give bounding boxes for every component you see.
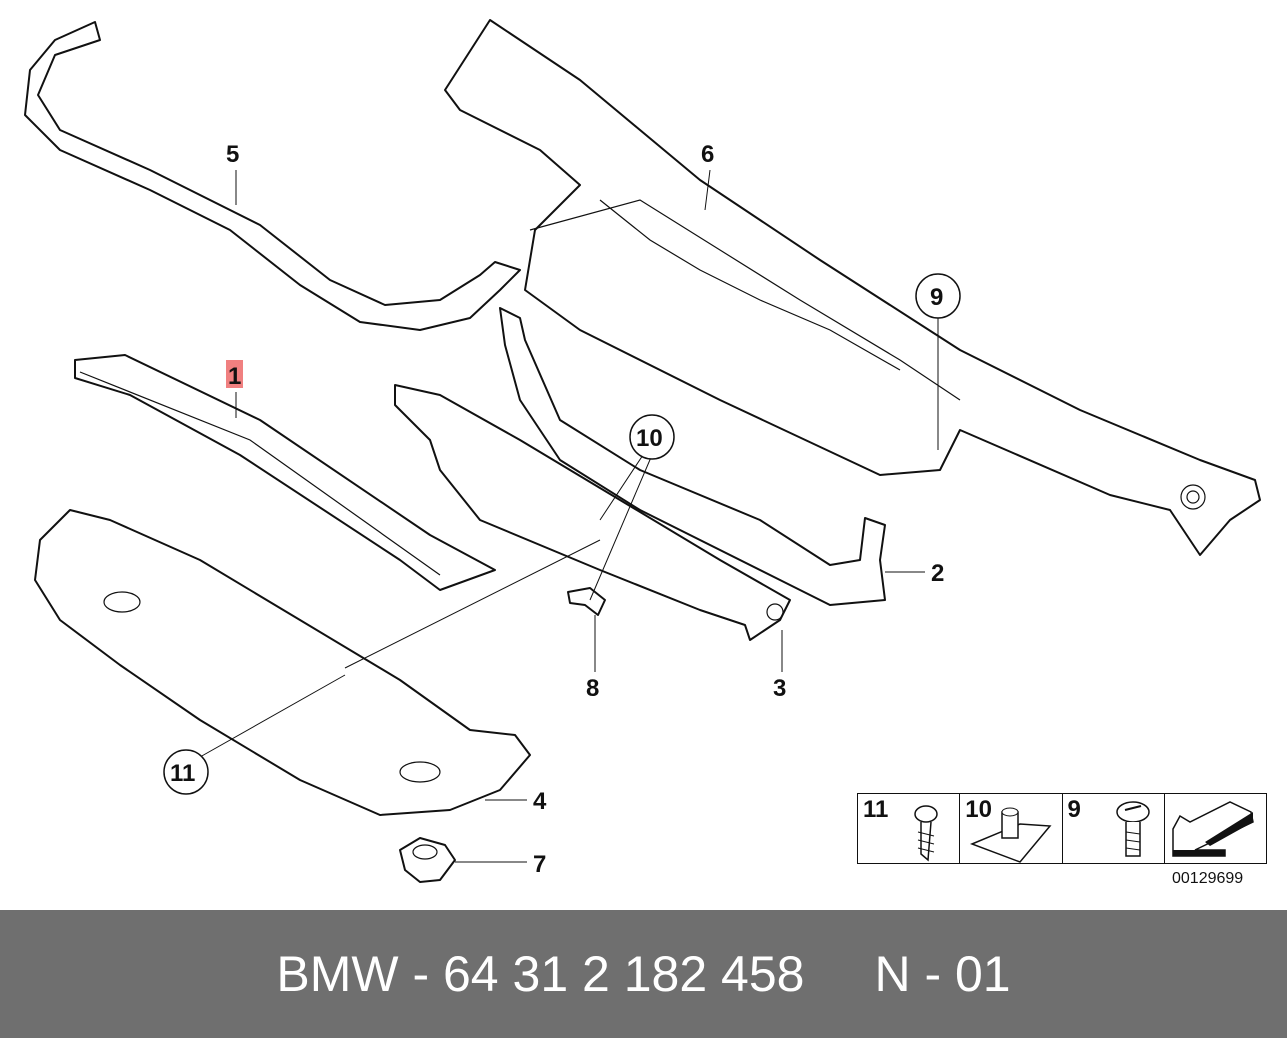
part-5-seal[interactable]	[24, 21, 521, 331]
legend-number: 11	[863, 796, 889, 823]
callout-11: 11	[170, 760, 195, 787]
bolt-icon	[1115, 801, 1150, 857]
clip-nut-icon	[970, 807, 1052, 863]
fastener-legend: 11 10 9	[857, 793, 1267, 864]
part-2-frame[interactable]	[499, 307, 886, 606]
diagram-id: 00129699	[1172, 870, 1244, 887]
part-6-cowl[interactable]	[444, 19, 1261, 556]
legend-item-arrow	[1165, 794, 1266, 863]
arrow-icon	[1172, 801, 1254, 857]
callout-2: 2	[931, 560, 944, 587]
legend-item-10: 10	[960, 794, 1063, 863]
callout-8: 8	[586, 675, 599, 702]
part-8-clip[interactable]	[567, 587, 606, 616]
callout-5: 5	[226, 141, 239, 168]
part-4-tray[interactable]	[34, 509, 531, 816]
part-3-bracket[interactable]	[394, 384, 791, 641]
callout-9: 9	[930, 284, 943, 311]
legend-item-9: 9	[1063, 794, 1165, 863]
screw-icon	[914, 805, 938, 862]
legend-item-11: 11	[858, 794, 961, 863]
part-1-strip[interactable]	[74, 354, 496, 591]
callout-3: 3	[773, 675, 786, 702]
footer-banner: BMW - 64 31 2 182 458 N - 01	[0, 910, 1287, 1038]
callout-1-highlight	[226, 360, 243, 388]
callout-10: 10	[636, 425, 663, 452]
part-code: N - 01	[874, 946, 1011, 1002]
callout-6: 6	[701, 141, 714, 168]
legend-number: 9	[1067, 796, 1081, 823]
callout-1: 1	[228, 363, 241, 390]
callout-4: 4	[533, 788, 547, 815]
parts-diagram: 5 6 1 9 10 2 8 3 11 4 7	[24, 19, 1261, 883]
callout-7: 7	[533, 851, 546, 878]
legend-number: 10	[965, 796, 992, 823]
part-number: BMW - 64 31 2 182 458	[276, 946, 805, 1002]
